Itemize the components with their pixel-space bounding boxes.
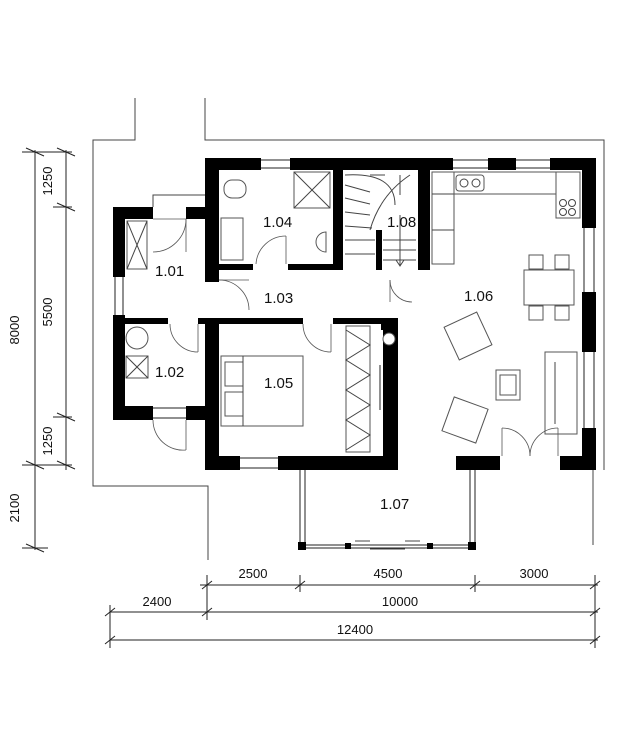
dim-label-3000: 3000 <box>520 566 549 581</box>
room-label-1-01: 1.01 <box>155 263 184 280</box>
dim-label-5500: 5500 <box>40 298 55 327</box>
walls <box>113 158 596 470</box>
windows <box>114 159 595 469</box>
room-label-1-04: 1.04 <box>263 214 292 231</box>
entry-fixtures <box>126 220 250 311</box>
dim-label-1250-top: 1250 <box>40 167 55 196</box>
porch <box>298 470 476 550</box>
dim-label-4500: 4500 <box>374 566 403 581</box>
dim-label-2400: 2400 <box>143 594 172 609</box>
terrace-outline <box>92 98 605 560</box>
bedroom-furniture <box>220 323 371 453</box>
room-label-1-03: 1.03 <box>264 290 293 307</box>
room-label-1-07: 1.07 <box>380 496 409 513</box>
dim-label-1250-bottom: 1250 <box>40 427 55 456</box>
dim-label-2500: 2500 <box>239 566 268 581</box>
dim-label-8000: 8000 <box>7 316 22 345</box>
kitchen-fixtures <box>431 171 581 265</box>
bathroom-fixtures <box>220 171 331 265</box>
room-label-1-08: 1.08 <box>387 214 416 231</box>
dim-label-10000: 10000 <box>382 594 418 609</box>
dim-label-2100: 2100 <box>7 494 22 523</box>
wc-fixtures <box>125 323 199 451</box>
living-furniture <box>381 311 578 457</box>
dining-table <box>523 254 575 321</box>
dim-label-12400: 12400 <box>337 622 373 637</box>
room-label-1-02: 1.02 <box>155 364 184 381</box>
room-label-1-05: 1.05 <box>264 375 293 392</box>
entrance-canopy <box>152 194 205 253</box>
room-label-1-06: 1.06 <box>464 288 493 305</box>
staircase <box>344 174 416 303</box>
dimension-lines <box>22 147 601 648</box>
